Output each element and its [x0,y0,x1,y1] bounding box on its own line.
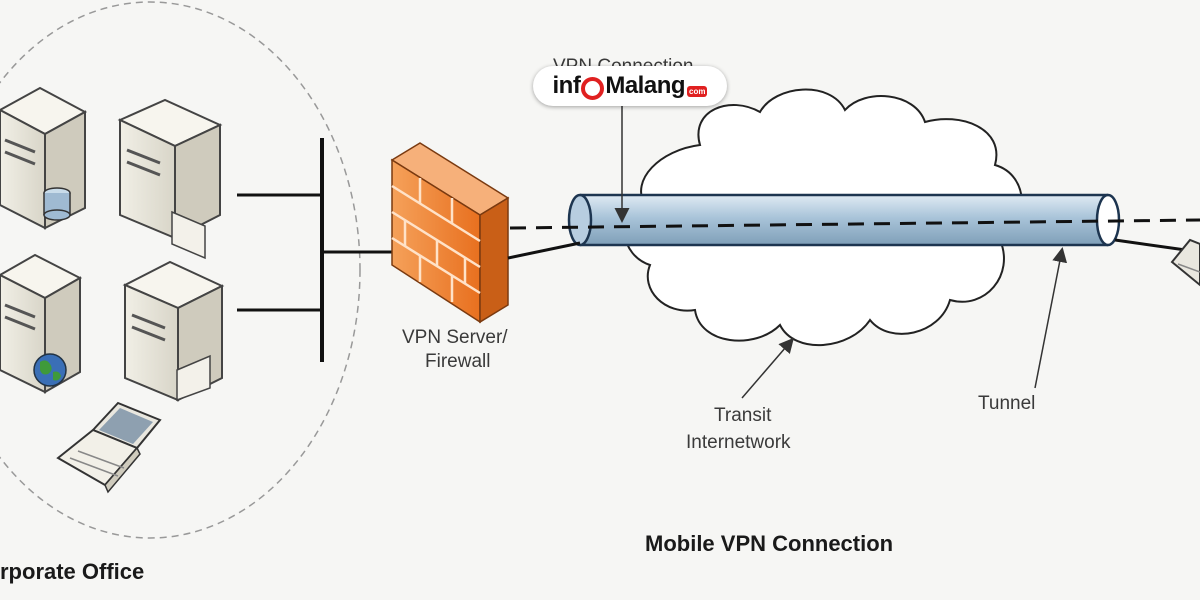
tunnel-label: Tunnel [978,393,1036,414]
vpn-tunnel-pipe [567,193,1121,247]
lan-backbone [237,138,392,362]
tunnel-pointer [1034,247,1068,389]
corporate-office-label: rporate Office [0,559,145,584]
mobile-vpn-title: Mobile VPN Connection [645,531,894,556]
vpn-connection-line [509,218,1200,230]
database-server-icon [0,86,88,230]
transit-label-line1: Transit [714,405,772,426]
file-server-icon [117,98,223,260]
transit-label-line2: Internetwork [686,432,791,453]
application-server-icon [122,260,225,402]
laptop-icon [56,401,162,494]
web-server-icon [0,253,83,394]
corporate-office-boundary [0,1,361,539]
watermark-o-ring-icon [581,76,605,100]
remote-laptop-icon [1170,238,1200,287]
firewall-icon [390,142,510,324]
vpn-server-label-line2: Firewall [425,351,491,372]
vpn-server-label-line1: VPN Server/ [402,327,508,348]
firewall-link [507,241,581,260]
transit-pointer [741,337,794,399]
